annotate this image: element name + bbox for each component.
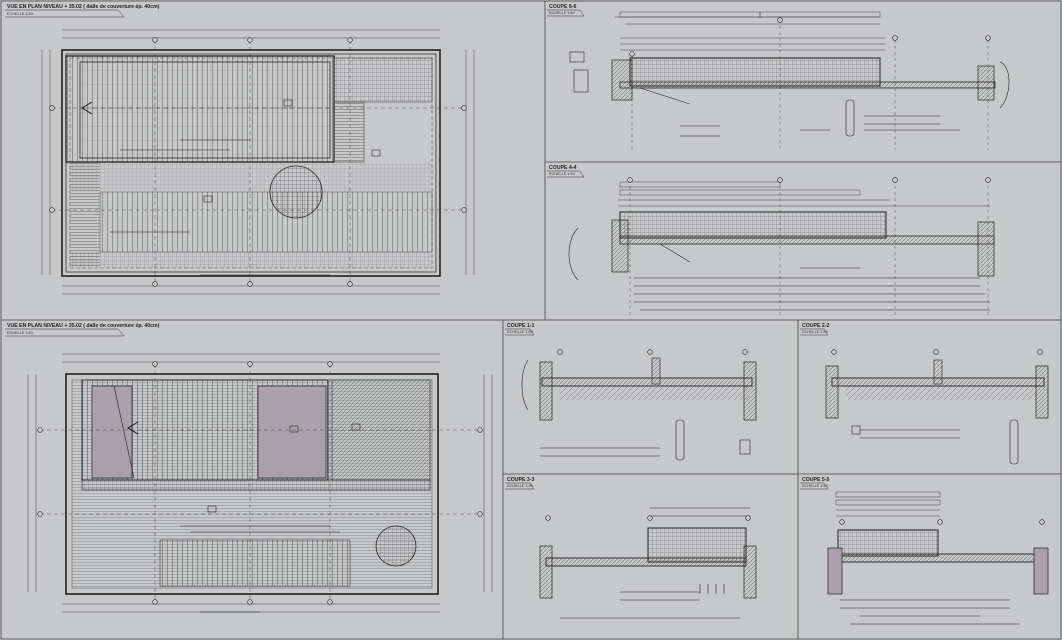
grid-axes (52, 40, 464, 284)
axis-bubble (49, 105, 55, 111)
section-beam (629, 57, 881, 87)
rebar-callouts (110, 99, 381, 276)
axis-bubble (152, 281, 158, 287)
view-title: COUPE 6-6 (549, 4, 577, 10)
direction-arrow-icon (127, 421, 139, 435)
axis-bubble (477, 427, 483, 433)
axis-bubble (629, 51, 635, 57)
section-beam (837, 529, 939, 557)
view-title: COUPE 2-2 (802, 323, 830, 329)
axis-bubble (327, 361, 333, 367)
reinforcement-zone-lower (70, 162, 432, 192)
axis-bubble (1037, 349, 1043, 355)
axis-bubble (557, 349, 563, 355)
axis-bubble (985, 177, 991, 183)
view-title-block: VUE EN PLAN NIVEAU + 35.02 ( dalle de co… (5, 4, 160, 18)
axis-bubble (247, 361, 253, 367)
axis-bubble (937, 519, 943, 525)
section-beam (619, 211, 887, 239)
axis-bubble (37, 427, 43, 433)
axis-bubble (477, 511, 483, 517)
axis-bubble (461, 207, 467, 213)
view-scale: ECHELLE 1:50 (802, 484, 828, 488)
axis-bubble (985, 35, 991, 41)
axis-bubble (892, 177, 898, 183)
axis-bubble (347, 281, 353, 287)
coupe-3-3-view: COUPE 3-3 ECHELLE 1:50 (505, 477, 757, 619)
view-title: VUE EN PLAN NIVEAU + 35.02 ( dalle de co… (7, 323, 160, 329)
coupe-1-1-view: COUPE 1-1 ECHELLE 1:50 (505, 323, 757, 461)
view-scale: ECHELLE 1:50 (802, 330, 828, 334)
grid-axes (40, 364, 480, 602)
view-scale: ECHELLE 1:50 (549, 172, 575, 176)
plan-top-view: VUE EN PLAN NIVEAU + 35.02 ( dalle de co… (5, 4, 475, 295)
axis-bubble (839, 519, 845, 525)
axis-bubble (1039, 519, 1045, 525)
axis-bubble (327, 599, 333, 605)
axis-markers (37, 17, 1045, 605)
axis-bubble (777, 17, 783, 23)
view-title: COUPE 4-4 (549, 165, 577, 171)
view-title: COUPE 3-3 (507, 477, 535, 483)
axis-bubble (152, 361, 158, 367)
axis-bubble (461, 105, 467, 111)
axis-bubble (933, 349, 939, 355)
slab-outline (61, 49, 441, 277)
axis-bubble (37, 511, 43, 517)
axis-bubble (247, 599, 253, 605)
circular-opening (269, 165, 323, 219)
axis-bubble (777, 177, 783, 183)
view-title: COUPE 5-5 (802, 477, 830, 483)
circular-opening (375, 525, 417, 567)
axis-bubble (647, 349, 653, 355)
section-slab (541, 377, 753, 387)
view-scale: ECHELLE 1:50 (7, 12, 33, 16)
coupe-6-6-view: COUPE 6-6 ECHELLE 1:50 (547, 4, 1010, 150)
view-scale: ECHELLE 1:50 (507, 330, 533, 334)
axis-bubble (647, 515, 653, 521)
axis-bubble (247, 281, 253, 287)
axis-bubble (347, 37, 353, 43)
section-beam (647, 527, 747, 563)
axis-bubble (545, 515, 551, 521)
axis-bubble (247, 37, 253, 43)
view-title: COUPE 1-1 (507, 323, 535, 329)
view-scale: ECHELLE 1:50 (549, 11, 575, 15)
coupe-4-4-view: COUPE 4-4 ECHELLE 1:50 (547, 165, 995, 318)
axis-bubble (831, 349, 837, 355)
view-scale: ECHELLE 1:50 (7, 331, 33, 335)
axis-bubble (892, 35, 898, 41)
axis-bubble (745, 515, 751, 521)
coupe-5-5-view: COUPE 5-5 ECHELLE 1:50 (800, 477, 1049, 625)
plan-bottom-view: VUE EN PLAN NIVEAU + 35.02 ( dalle de co… (5, 323, 493, 613)
slab-outline (65, 373, 439, 595)
view-title: VUE EN PLAN NIVEAU + 35.02 ( dalle de co… (7, 4, 160, 10)
axis-bubble (152, 37, 158, 43)
axis-bubble (152, 599, 158, 605)
highlighted-panel-left (91, 385, 133, 479)
coupe-2-2-view: COUPE 2-2 ECHELLE 1:50 (800, 323, 1049, 465)
view-scale: ECHELLE 1:50 (507, 484, 533, 488)
axis-bubble (49, 207, 55, 213)
axis-bubble (742, 349, 748, 355)
axis-bubble (627, 177, 633, 183)
